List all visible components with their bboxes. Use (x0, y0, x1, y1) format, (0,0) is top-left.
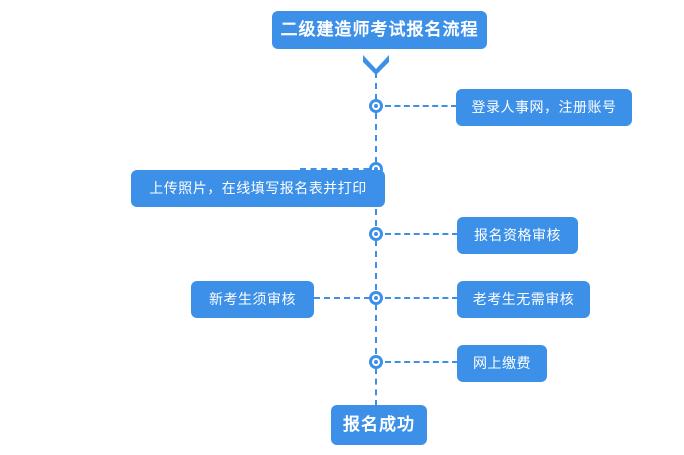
spine-segment-6 (375, 368, 377, 406)
process-node-icon-1 (369, 99, 383, 113)
spine-segment-4 (375, 240, 377, 290)
step-box-3: 报名资格审核 (457, 217, 578, 254)
process-node-icon-5 (369, 355, 383, 369)
connector-5 (385, 361, 458, 363)
flowchart-title-box: 二级建造师考试报名流程 (272, 11, 487, 49)
connector-2 (300, 168, 380, 170)
step-box-4-right: 老考生无需审核 (457, 281, 590, 318)
step-box-4-left: 新考生须审核 (191, 281, 314, 318)
process-node-icon-4 (369, 291, 383, 305)
spine-segment-1 (375, 72, 377, 100)
spine-segment-5 (375, 304, 377, 354)
result-box: 报名成功 (331, 405, 427, 445)
spine-segment-2 (375, 113, 377, 163)
step-box-1: 登录人事网，注册账号 (456, 89, 632, 126)
step-box-2: 上传照片，在线填写报名表并打印 (131, 170, 385, 207)
connector-4-left (314, 297, 370, 299)
chevron-down-icon (361, 53, 391, 75)
step-box-5: 网上缴费 (457, 345, 547, 382)
connector-1 (385, 105, 457, 107)
connector-3 (385, 233, 458, 235)
connector-4-right (385, 297, 458, 299)
process-node-icon-3 (369, 227, 383, 241)
